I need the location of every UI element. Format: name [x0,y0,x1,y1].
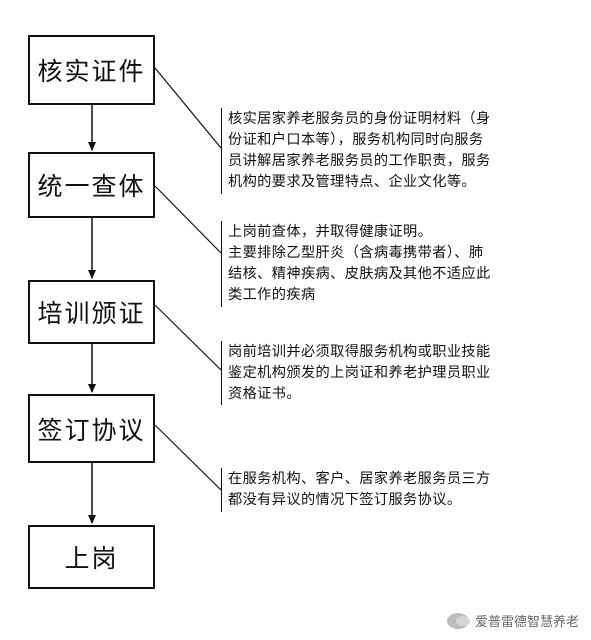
wechat-icon [446,612,470,629]
step-sign-agreement: 签订协议 [28,394,155,463]
step-health-check: 统一查体 [28,152,155,218]
annotation-sign-agreement: 在服务机构、客户、居家养老服务员三方 都没有异议的情况下签订服务协议。 [221,468,566,512]
step-label: 培训颁证 [37,299,146,328]
step-label: 统一查体 [37,172,146,201]
step-training-certification: 培训颁证 [28,280,155,344]
annotation-health-check: 上岗前查体，并取得健康证明。 主要排除乙型肝炎（含病毒携带者）、肺 结核、精神疾… [221,221,566,307]
watermark-text: 爱普雷德智慧养老 [474,615,579,630]
leader-line-4 [154,424,222,491]
watermark: 爱普雷德智慧养老 [446,611,579,630]
step-label: 上岗 [64,544,119,573]
leader-line-2 [154,185,222,254]
step-verify-documents: 核实证件 [28,35,155,105]
step-start-work: 上岗 [28,525,155,589]
step-label: 核实证件 [37,57,146,86]
step-label: 签订协议 [37,415,146,445]
annotation-verify-documents: 核实居家养老服务员的身份证明材料（身 份证和户口本等），服务机构同时向服务 员讲… [221,108,566,194]
leader-line-1 [154,67,222,149]
annotation-training-certification: 岗前培训并必须取得服务机构或职业技能 鉴定机构颁发的上岗证和养老护理员职业 资格… [221,341,566,405]
leader-line-3 [154,304,222,371]
